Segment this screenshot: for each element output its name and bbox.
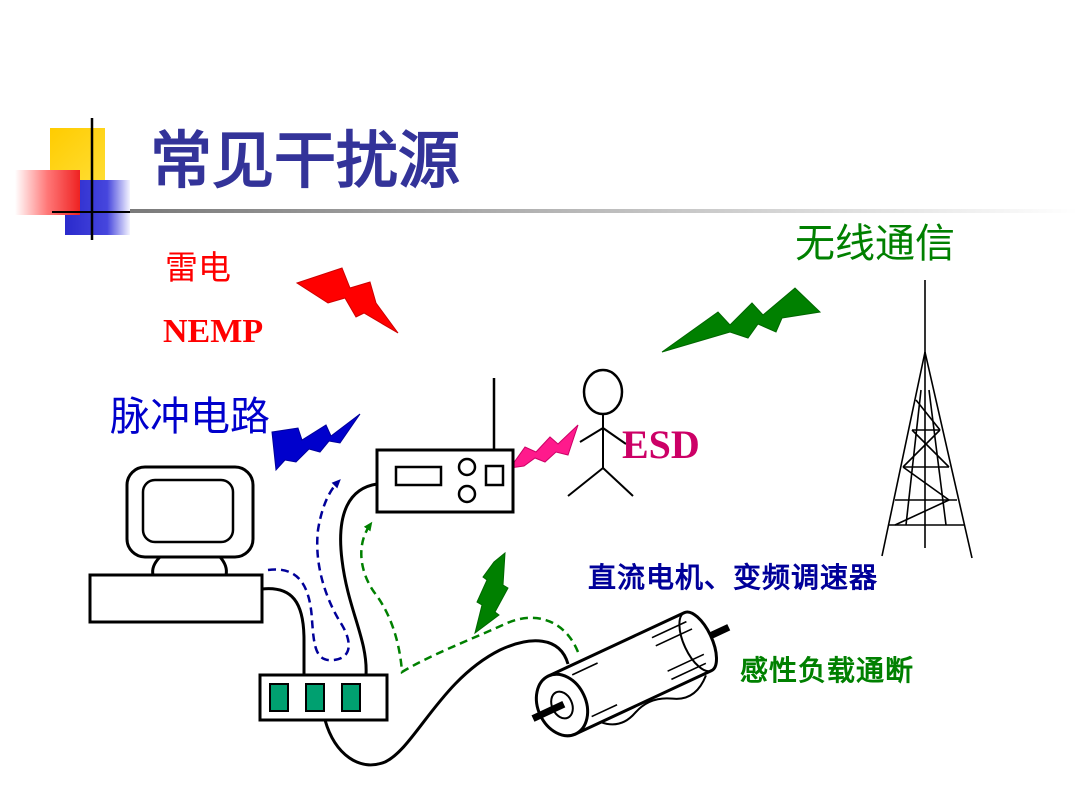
tower-leg — [881, 351, 926, 557]
label-lightning: 雷电 — [165, 248, 231, 287]
motor-fins — [571, 620, 707, 718]
lightning-bolt-icon — [508, 424, 579, 469]
motor-fin — [651, 620, 687, 639]
person-icon — [567, 368, 634, 497]
hub-port — [269, 683, 289, 712]
label-nemp: NEMP — [163, 313, 264, 350]
radio-button — [484, 464, 505, 487]
deco-red-block — [15, 170, 80, 215]
motor-rear-end — [678, 611, 712, 673]
motor-fin — [571, 662, 598, 676]
person-leg — [602, 467, 634, 497]
motor-fin — [671, 662, 707, 681]
monitor-stand — [151, 555, 228, 577]
title-underline — [130, 209, 1078, 213]
motor-fin — [655, 628, 693, 647]
tower-brace — [902, 466, 950, 501]
lightning-bolt-icon — [474, 551, 509, 635]
radio-knob — [457, 484, 477, 504]
person-head — [582, 368, 624, 416]
hub-icon — [258, 673, 389, 722]
motor-icon — [531, 610, 731, 738]
computer-base — [88, 573, 264, 624]
hub-port — [341, 683, 361, 712]
lightning-bolt-icon — [271, 413, 361, 472]
tower-icon — [881, 280, 973, 559]
title-decoration — [15, 118, 1078, 240]
label-motor-drive: 直流电机、变频调速器 — [588, 561, 879, 594]
computer-icon — [88, 465, 264, 624]
person-arm — [579, 427, 604, 443]
tower-brace — [902, 429, 941, 468]
coupling-path-blue — [267, 479, 350, 662]
monitor-screen — [141, 478, 235, 544]
radio-knob — [457, 457, 477, 477]
label-pulse-circuit: 脉冲电路 — [110, 394, 270, 440]
lightning-bolt-icon — [661, 287, 822, 353]
lightning-bolt-icon — [295, 267, 399, 334]
motor-shaft — [531, 700, 566, 722]
motor-fin — [667, 653, 705, 672]
cable-computer-hub — [261, 587, 306, 676]
label-wireless: 无线通信 — [795, 221, 955, 267]
tower-brace — [915, 399, 941, 431]
cable-radio-hub — [339, 482, 378, 676]
person-arm — [602, 427, 627, 445]
label-inductive-load: 感性负载通断 — [740, 654, 915, 687]
coupling-path-green — [360, 521, 580, 675]
tower-brace — [911, 429, 950, 468]
tower-brace — [894, 499, 950, 526]
label-esd: ESD — [622, 422, 700, 467]
page-title: 常见干扰源 — [150, 124, 461, 197]
tower-leg — [924, 351, 973, 559]
cable-hub-motor — [323, 639, 570, 767]
radio-icon — [375, 378, 515, 514]
hub-port — [305, 683, 325, 712]
radio-display — [394, 465, 443, 487]
motor-wave-edge — [600, 675, 707, 726]
motor-body — [546, 610, 718, 736]
motor-fin — [591, 703, 618, 718]
person-leg — [567, 467, 604, 497]
